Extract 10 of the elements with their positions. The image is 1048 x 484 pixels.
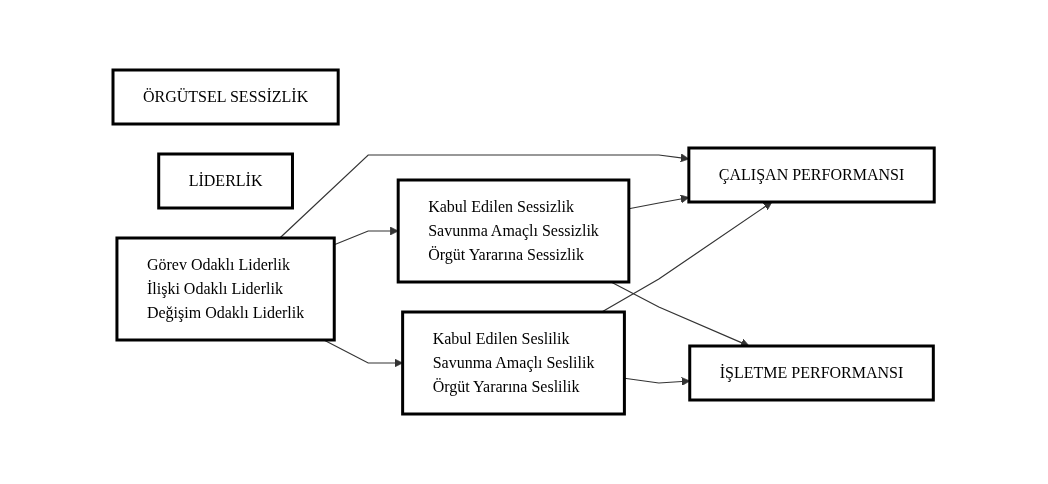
arrow (279, 153, 690, 239)
node-box: İŞLETME PERFORMANSI (688, 344, 936, 402)
arrow (334, 226, 399, 246)
node-box: ÇALIŞAN PERFORMANSI (687, 146, 937, 204)
arrow (624, 377, 691, 386)
node-box: ÖRGÜTSEL SESSİZLİK (111, 68, 341, 126)
node-box: Görev Odaklı Liderlik İlişki Odaklı Liderlik Değişim Odaklı Liderlik (115, 236, 337, 342)
node-box: Kabul Edilen Seslilik Savunma Amaçlı Seslilik Örgüt Yararına Seslilik (401, 310, 627, 416)
node-box: LİDERLİK (157, 152, 295, 210)
node-box: Kabul Edilen Sessizlik Savunma Amaçlı Sessizlik Örgüt Yararına Sessizlik (397, 178, 631, 284)
